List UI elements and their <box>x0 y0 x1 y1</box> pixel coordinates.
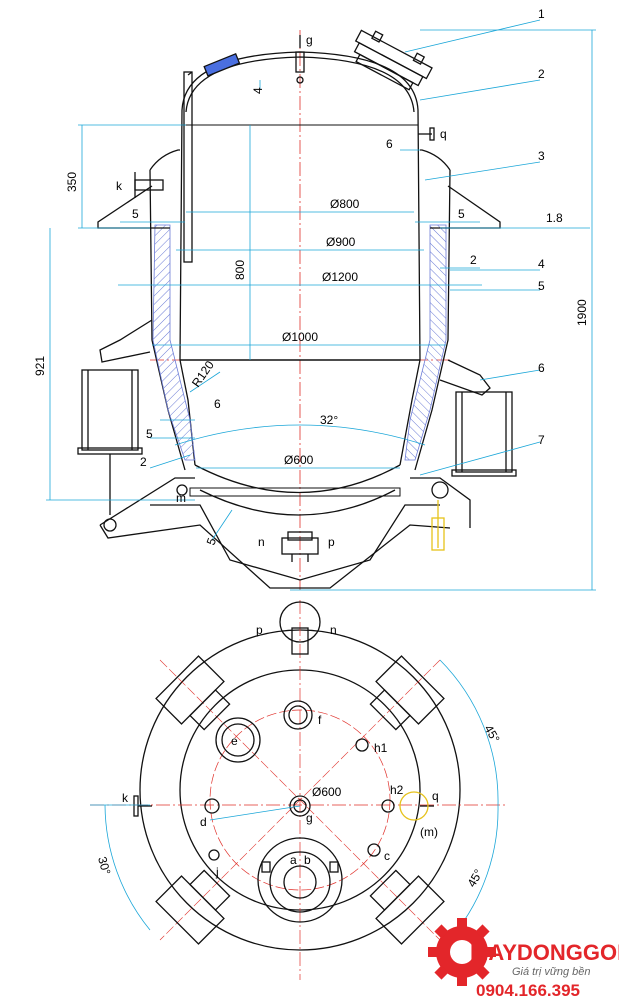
brand-name: MAYDONGGOI <box>470 940 619 965</box>
dim-350: 350 <box>65 172 79 192</box>
plan-dim-angle45-top: 45° <box>481 723 502 746</box>
plan-nozzle-j <box>208 849 220 861</box>
plan-label-a: a <box>290 853 297 867</box>
plan-dim-angle30: 30° <box>95 855 113 876</box>
part-number-7: 7 <box>538 433 545 447</box>
nozzle-label-g: g <box>306 33 313 47</box>
dim-5-cone: 5 <box>146 427 153 441</box>
dim-phi600: Ø600 <box>284 453 314 467</box>
jacket-outer-right <box>414 149 451 471</box>
part-number-4: 4 <box>538 257 545 271</box>
jacket-outer-left <box>149 149 186 471</box>
plan-label-b: b <box>304 853 311 867</box>
cone-bottom <box>194 464 401 494</box>
insulation-right <box>404 224 447 461</box>
plan-nozzle-g <box>293 799 307 813</box>
dim-phi800: Ø800 <box>330 197 360 211</box>
dim-phi1200: Ø1200 <box>322 270 358 284</box>
plan-trunnion-bl <box>155 869 231 945</box>
base-frame <box>99 477 471 589</box>
brand-phone: 0904.166.395 <box>476 981 580 1000</box>
manhole-top <box>353 29 433 91</box>
insulation-left <box>152 224 196 461</box>
nozzle-label-p: p <box>328 535 335 549</box>
plan-trunnion-tr <box>369 655 445 731</box>
plan-nozzle-d <box>204 798 220 814</box>
plan-label-q: q <box>432 789 439 803</box>
elevation-view <box>77 29 517 590</box>
dim-2-right: 2 <box>470 253 477 267</box>
plan-nozzle-h2 <box>381 799 395 813</box>
part-number-2: 2 <box>538 67 545 81</box>
plan-labels: p n e f h1 h2 q (m) k d g c j a b Ø600 4… <box>95 623 503 890</box>
dim-angle32: 32° <box>320 413 338 427</box>
dim-r120: R120 <box>189 358 217 390</box>
dim-921: 921 <box>33 356 47 376</box>
sight-glass-top <box>203 52 241 77</box>
part-number-3: 3 <box>538 149 545 163</box>
part-number-1: 1 <box>538 7 545 21</box>
support-arm-right <box>439 359 491 396</box>
plan-label-h1: h1 <box>374 741 388 755</box>
plan-trunnion-tl <box>155 655 231 731</box>
plan-label-k: k <box>122 791 129 805</box>
plan-label-h2: h2 <box>390 783 404 797</box>
plan-label-p: p <box>256 623 263 637</box>
brand-logo: MAYDONGGOI Giá trị vững bền 0904.166.395 <box>428 918 619 1000</box>
dim-800: 800 <box>233 260 247 280</box>
nozzle-label-n: n <box>258 535 265 549</box>
support-arm-left <box>99 319 153 363</box>
plan-label-m: (m) <box>420 825 438 839</box>
plan-label-d: d <box>200 815 207 829</box>
plan-manhole <box>257 837 343 923</box>
dim-1-8: 1.8 <box>546 211 563 225</box>
plan-label-f: f <box>318 713 322 727</box>
part-number-6: 6 <box>538 361 545 375</box>
plan-view <box>90 600 505 980</box>
dim-5-right: 5 <box>458 207 465 221</box>
plan-nozzle-h1 <box>355 738 369 752</box>
part-number-5: 5 <box>538 279 545 293</box>
top-dome-inner <box>185 56 415 113</box>
plan-label-c: c <box>384 849 390 863</box>
plan-label-g: g <box>306 811 313 825</box>
dim-4-top: 4 <box>251 87 265 94</box>
nozzle-label-m: m <box>176 491 186 505</box>
dim-6-cone: 6 <box>214 397 221 411</box>
dim-phi900: Ø900 <box>326 235 356 249</box>
dim-6-top: 6 <box>386 137 393 151</box>
trunnion-right <box>451 391 517 477</box>
plan-label-e: e <box>231 734 238 748</box>
dim-1900: 1900 <box>575 299 589 326</box>
nozzle-label-q: q <box>440 127 447 141</box>
dim-2-cone: 2 <box>140 455 147 469</box>
plan-trunnion-br <box>369 869 445 945</box>
plan-nozzle-e <box>215 717 261 763</box>
vessel-wall-right <box>399 109 421 466</box>
plan-nozzle-f <box>283 700 313 730</box>
dim-5-left: 5 <box>132 207 139 221</box>
plan-nozzle-c <box>367 843 381 857</box>
elevation-dimensions <box>46 19 596 591</box>
dim-phi1000: Ø1000 <box>282 330 318 344</box>
trunnion-left <box>77 369 143 515</box>
brand-tagline: Giá trị vững bền <box>512 966 591 978</box>
plan-dim-phi600: Ø600 <box>312 785 342 799</box>
nozzle-label-k: k <box>116 179 123 193</box>
plan-label-n: n <box>330 623 337 637</box>
dim-5-bottom: 5 <box>204 536 220 547</box>
plan-label-j: j <box>215 865 219 879</box>
